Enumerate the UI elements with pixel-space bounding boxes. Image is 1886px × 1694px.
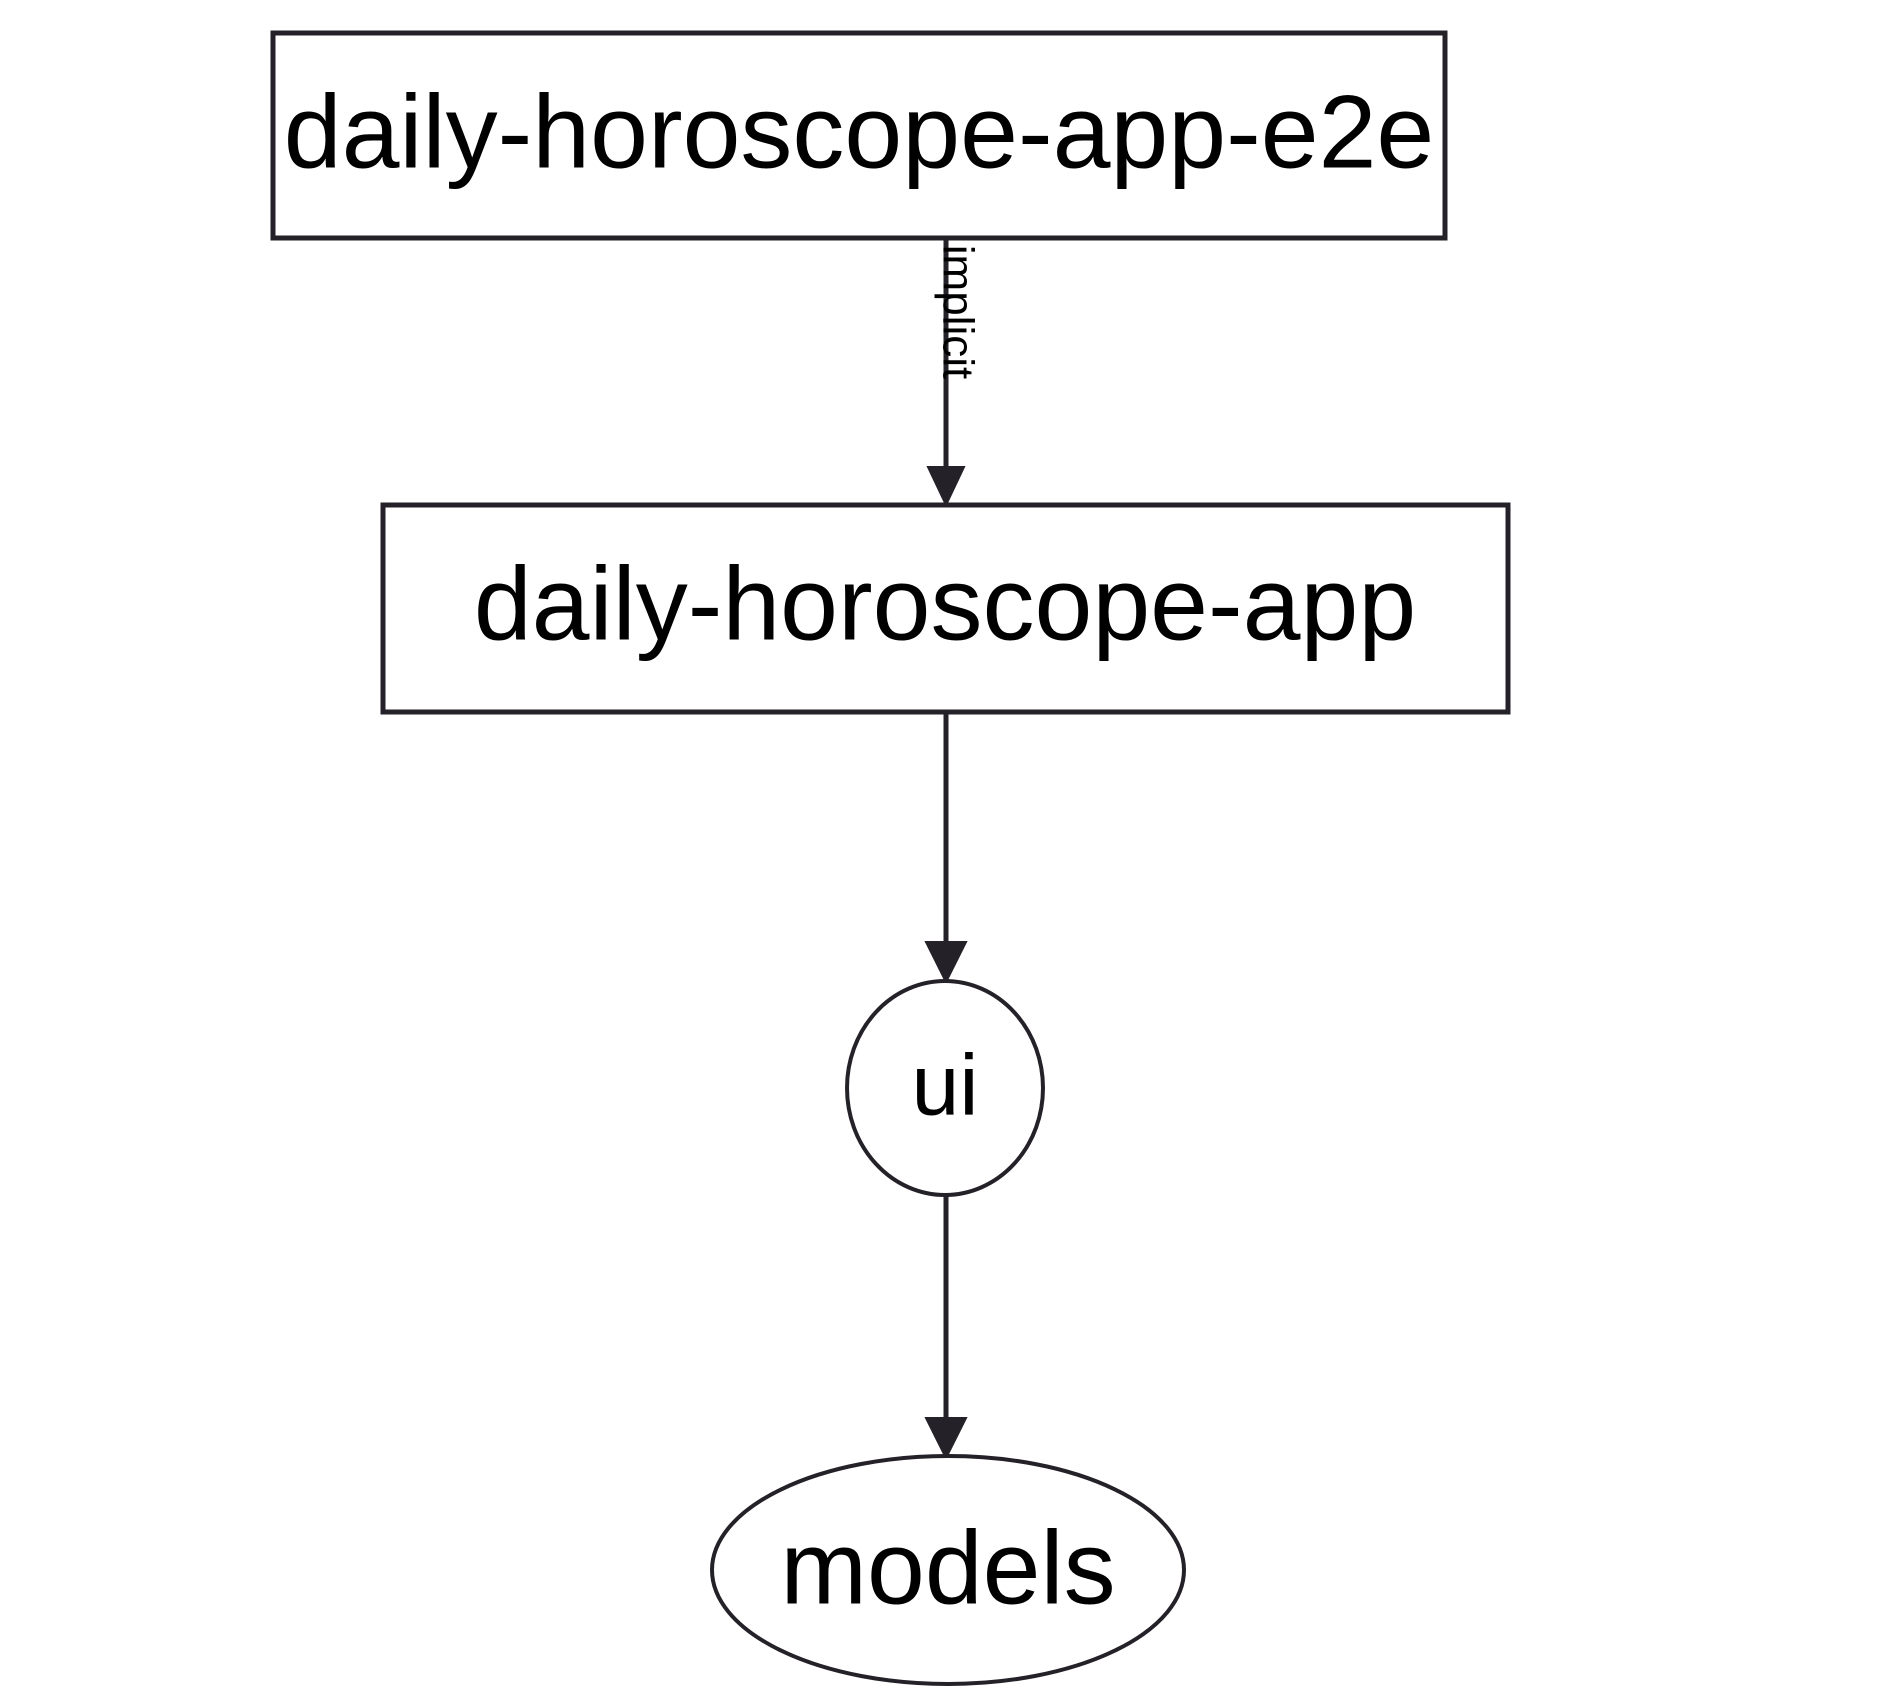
edge-app-to-ui-arrowhead	[924, 941, 968, 985]
node-daily-horoscope-app-shape	[380, 502, 1511, 715]
node-ui-label: ui	[912, 1038, 979, 1134]
node-models-shape	[710, 1454, 1186, 1686]
edge-ui-to-models-arrowhead	[924, 1417, 968, 1461]
edge-ui-to-models[interactable]	[924, 1196, 968, 1461]
node-daily-horoscope-app-label: daily-horoscope-app	[474, 546, 1416, 662]
edge-e2e-to-app-arrowhead	[926, 466, 966, 508]
node-models-label: models	[780, 1510, 1115, 1626]
node-models[interactable]: models	[710, 1454, 1186, 1686]
node-daily-horoscope-app[interactable]: daily-horoscope-app	[380, 502, 1511, 715]
edge-e2e-to-app-label: implicit	[933, 245, 982, 379]
edge-e2e-to-app[interactable]: implicit	[926, 240, 982, 508]
node-daily-horoscope-app-e2e-label: daily-horoscope-app-e2e	[284, 74, 1435, 190]
node-ui[interactable]: ui	[845, 979, 1045, 1197]
node-daily-horoscope-app-e2e-shape	[270, 30, 1448, 241]
edge-app-to-ui[interactable]	[924, 714, 968, 985]
node-daily-horoscope-app-e2e[interactable]: daily-horoscope-app-e2e	[270, 30, 1448, 241]
node-ui-shape	[845, 979, 1045, 1197]
